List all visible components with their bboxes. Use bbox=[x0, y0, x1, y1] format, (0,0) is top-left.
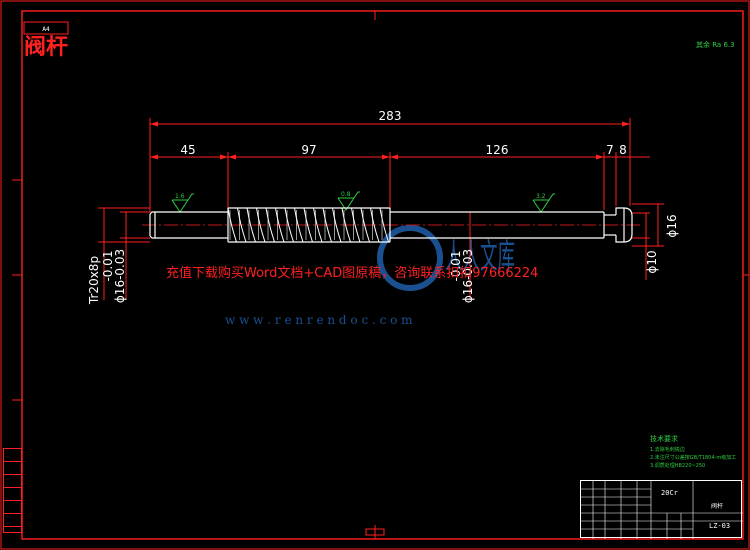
tech-req-title: 技术要求 bbox=[650, 435, 678, 443]
roughness-symbol-left bbox=[171, 193, 194, 213]
roughness-symbols bbox=[171, 191, 555, 213]
thread-crest-line bbox=[313, 207, 323, 243]
dim-thread-tol-upper: -0.01 bbox=[101, 250, 115, 281]
roughness-symbol-middle bbox=[337, 191, 360, 211]
watermark-url: w w w . r e n r e n d o c . c o m bbox=[225, 313, 413, 327]
thread-crest-line bbox=[303, 207, 313, 243]
dim-thread-segment: 97 bbox=[301, 143, 316, 157]
dim-end-b: 8 bbox=[619, 143, 627, 157]
dim-end-diameter: ϕ16 bbox=[665, 214, 679, 237]
dim-left-segment: 45 bbox=[180, 143, 195, 157]
tech-req-line: 1.去除毛刺锐边 bbox=[650, 447, 685, 453]
thread-crest-line bbox=[227, 207, 237, 243]
corner-roughness-note: 其余 Ra 6.3 bbox=[696, 40, 735, 49]
roughness-value-right: 3.2 bbox=[536, 193, 546, 200]
dim-mid-tol-upper: -0.01 bbox=[449, 250, 463, 281]
thread-crest-line bbox=[322, 207, 332, 243]
title-block-drawing-no: LZ-03 bbox=[709, 522, 731, 530]
thread-crest-line bbox=[284, 207, 294, 243]
watermark: 人人文库 w w w . r e n r e n d o c . c o m bbox=[225, 225, 515, 327]
thread-crest-line bbox=[246, 207, 256, 243]
dim-thread-tol-lower: ϕ16-0.03 bbox=[113, 249, 127, 303]
center-mark-bottom-box bbox=[365, 528, 385, 536]
dim-thread-spec: Tr20x8p bbox=[87, 256, 101, 305]
thread-crest-line bbox=[379, 207, 389, 243]
dim-overall: 283 bbox=[379, 109, 402, 123]
shaft-left-top bbox=[149, 211, 228, 215]
revision-strip bbox=[3, 448, 22, 533]
thread-crest-line bbox=[332, 207, 342, 243]
thread-crest-line bbox=[360, 207, 370, 243]
tech-req-line: 2.未注尺寸公差按GB/T1804-m级加工 bbox=[650, 455, 737, 461]
dim-journal-diameter: ϕ10 bbox=[645, 250, 659, 273]
title-block: 20Cr 阀杆 LZ-03 bbox=[580, 480, 743, 539]
roughness-symbol-right bbox=[532, 193, 555, 213]
title-block-material: 20Cr bbox=[661, 489, 678, 497]
shaft-end-head bbox=[615, 207, 633, 243]
title-block-part-label: 阀杆 bbox=[711, 503, 724, 510]
format-box bbox=[23, 21, 69, 35]
drawing-title: 阀杆 bbox=[24, 35, 68, 60]
watermark-logo-ring bbox=[377, 225, 443, 291]
tech-req-line: 3.调质处理HB220~250 bbox=[650, 463, 706, 469]
thread-crest-line bbox=[256, 207, 266, 243]
technical-requirements: 技术要求 1.去除毛刺锐边 2.未注尺寸公差按GB/T1804-m级加工 3.调… bbox=[650, 434, 736, 470]
thread-crest-line bbox=[351, 207, 361, 243]
arrowheads bbox=[150, 121, 630, 160]
thread-crest-line bbox=[341, 207, 351, 243]
promo-watermark: 充值下载购买Word文档+CAD图原稿，咨询联系扣扣97666224 bbox=[166, 266, 539, 281]
dim-end-a: 7 bbox=[606, 143, 614, 157]
dim-right-segment: 126 bbox=[486, 143, 509, 157]
thread-crest-line bbox=[294, 207, 304, 243]
dimension-lines bbox=[98, 118, 664, 300]
watermark-logo-text: 人人文库 bbox=[445, 237, 515, 277]
roughness-value-left: 1.6 bbox=[175, 193, 185, 200]
thread-crest-line bbox=[237, 207, 247, 243]
format-label: A4 bbox=[42, 26, 50, 33]
shaft-left-bottom bbox=[149, 235, 228, 239]
thread-crest-line bbox=[265, 207, 275, 243]
title-block-grid bbox=[581, 481, 743, 539]
thread-crest-line bbox=[275, 207, 285, 243]
dim-mid-tol-lower: ϕ16-0.03 bbox=[461, 249, 475, 303]
thread-helix bbox=[227, 207, 389, 243]
thread-crest-line bbox=[370, 207, 380, 243]
roughness-value-middle: 0.8 bbox=[341, 191, 351, 198]
